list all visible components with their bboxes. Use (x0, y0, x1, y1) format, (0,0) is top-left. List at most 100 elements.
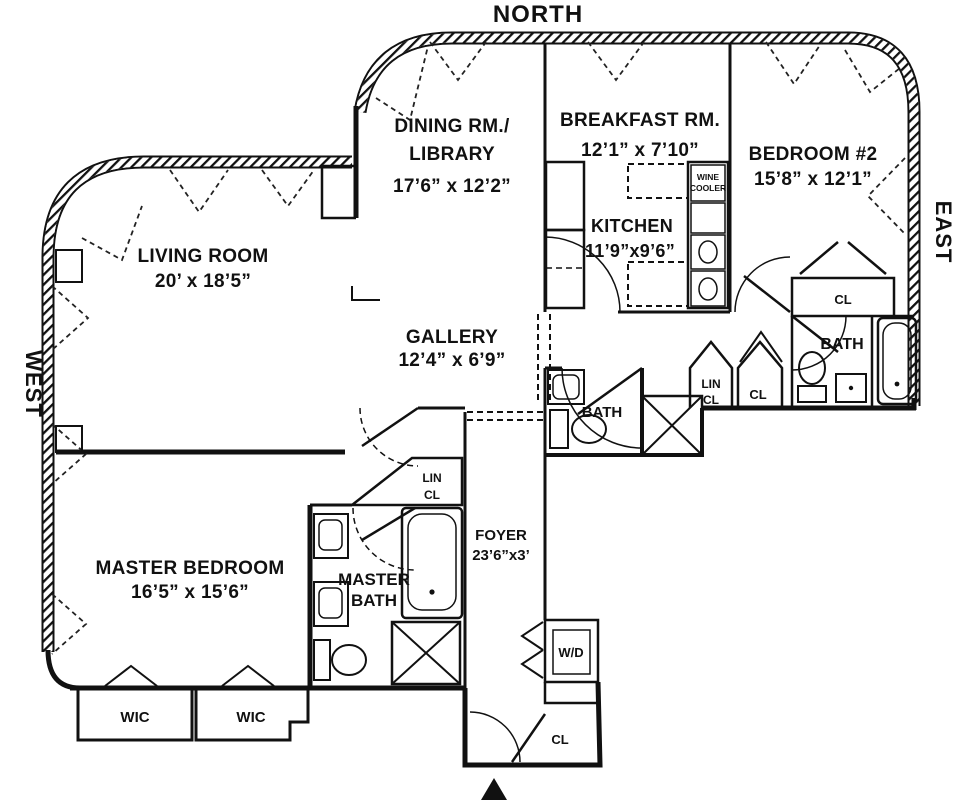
radiator (55, 425, 83, 453)
wic-right-box (194, 686, 310, 742)
interior-walls (56, 44, 914, 688)
label-wine-cooler-2: COOLER (690, 183, 726, 193)
room-label-dining-2: LIBRARY (409, 144, 495, 165)
refrigerator (690, 202, 726, 234)
appliance-column (686, 160, 730, 310)
washer-dryer-closet (543, 618, 600, 684)
label-lin-cl-master-2: CL (424, 488, 440, 502)
room-label-foyer: FOYER (475, 527, 527, 544)
radiator (55, 249, 83, 283)
room-label-master-bath-2: BATH (351, 591, 397, 610)
room-label-master-bath-1: MASTER (338, 570, 410, 589)
compass-west: WEST (21, 350, 46, 418)
toilet (313, 639, 331, 681)
closet (736, 340, 784, 408)
sink (835, 373, 867, 403)
room-dims-breakfast: 12’1” x 7’10” (581, 140, 699, 161)
room-label-living: LIVING ROOM (137, 246, 268, 267)
room-label-breakfast: BREAKFAST RM. (560, 110, 720, 131)
toilet (798, 351, 826, 385)
wall-step (320, 164, 356, 220)
window-drapes (51, 41, 906, 655)
bifold-door (221, 664, 275, 687)
wine-cooler (690, 164, 726, 202)
window-wall-north-east (353, 31, 921, 406)
bifold-door (520, 649, 544, 679)
kitchen-door-arc (544, 236, 621, 313)
room-label-bedroom2: BEDROOM #2 (749, 144, 878, 165)
bath-mid-fixtures (547, 369, 704, 457)
window-wall-west (41, 155, 352, 652)
bath2-door-arc (791, 315, 847, 371)
closet-door-leaf (510, 713, 547, 763)
compass-north: NORTH (493, 1, 583, 28)
label-bath-2: BATH (820, 336, 863, 353)
bathtub (400, 506, 464, 620)
master-suite (313, 456, 464, 686)
wall-oven-lower (690, 270, 726, 307)
compass-east: EAST (931, 201, 954, 264)
label-lin-cl-master-1: LIN (422, 471, 441, 485)
breakfast-bar (627, 163, 689, 199)
toilet (549, 409, 569, 449)
room-label-dining-1: DINING RM./ (394, 116, 510, 137)
sink (313, 513, 349, 559)
kitchen-fixtures (544, 160, 730, 310)
label-lin-cl-hall-1: LIN (701, 377, 720, 391)
master-bath-door-leaf (361, 506, 416, 542)
sink (547, 369, 585, 405)
master-door-leaf (361, 406, 419, 448)
bath-mid-door-leaf (577, 366, 643, 416)
doors (352, 236, 847, 571)
wall-bracket (351, 286, 380, 301)
room-label-master: MASTER BEDROOM (96, 558, 285, 579)
entry-arrow (481, 778, 507, 800)
room-dims-foyer: 23’6”x3’ (472, 547, 530, 564)
bath2-door-leaf (791, 315, 839, 353)
wic-closets (76, 664, 310, 742)
label-lin-cl-hall-2: CL (703, 393, 719, 407)
wall-details (55, 249, 380, 453)
entry-door-arc (469, 711, 521, 763)
hall-closets (688, 330, 784, 408)
closet-door-leaf (799, 241, 839, 275)
closet-door-leaf (847, 241, 887, 275)
room-dims-master: 16’5” x 15’6” (131, 582, 249, 603)
room-dims-bedroom2: 15’8” x 12’1” (754, 169, 872, 190)
room-dims-dining: 17’6” x 12’2” (393, 176, 511, 197)
wic-left-box (76, 686, 194, 742)
label-bath-mid: BATH (582, 404, 623, 421)
label-cl-hall: CL (749, 387, 766, 402)
sink (313, 581, 349, 627)
room-dims-gallery: 12’4” x 6’9” (398, 350, 505, 371)
foyer-entry (469, 618, 600, 800)
label-washer-dryer: W/D (558, 645, 583, 660)
master-bath-door-arc (352, 507, 416, 571)
bath2-fixtures (797, 316, 918, 406)
room-label-kitchen: KITCHEN (591, 216, 673, 236)
label-cl-entry: CL (551, 732, 568, 747)
lin-closet-master (348, 456, 464, 507)
bedroom2-door-leaf (743, 275, 791, 313)
room-dims-living: 20’ x 18’5” (155, 271, 251, 292)
dashed-openings (467, 314, 551, 421)
bath-mid-door-arc (561, 367, 643, 449)
label-cl-bedroom2: CL (834, 292, 851, 307)
bifold-door (104, 664, 158, 687)
shower (640, 394, 704, 457)
room-dims-kitchen: 11’9”x9’6” (585, 241, 675, 261)
kitchen-island (627, 261, 689, 307)
kitchen-counter (544, 228, 586, 310)
label-wic-right: WIC (236, 709, 265, 726)
shower (390, 620, 462, 686)
wall-oven-upper (690, 234, 726, 270)
bedroom2-door-arc (734, 256, 791, 313)
master-door-arc (359, 407, 419, 467)
bathtub (876, 316, 918, 406)
room-label-gallery: GALLERY (406, 327, 498, 348)
bifold-door (520, 621, 544, 651)
bedroom2-closet (790, 241, 896, 318)
lin-closet (688, 340, 734, 408)
